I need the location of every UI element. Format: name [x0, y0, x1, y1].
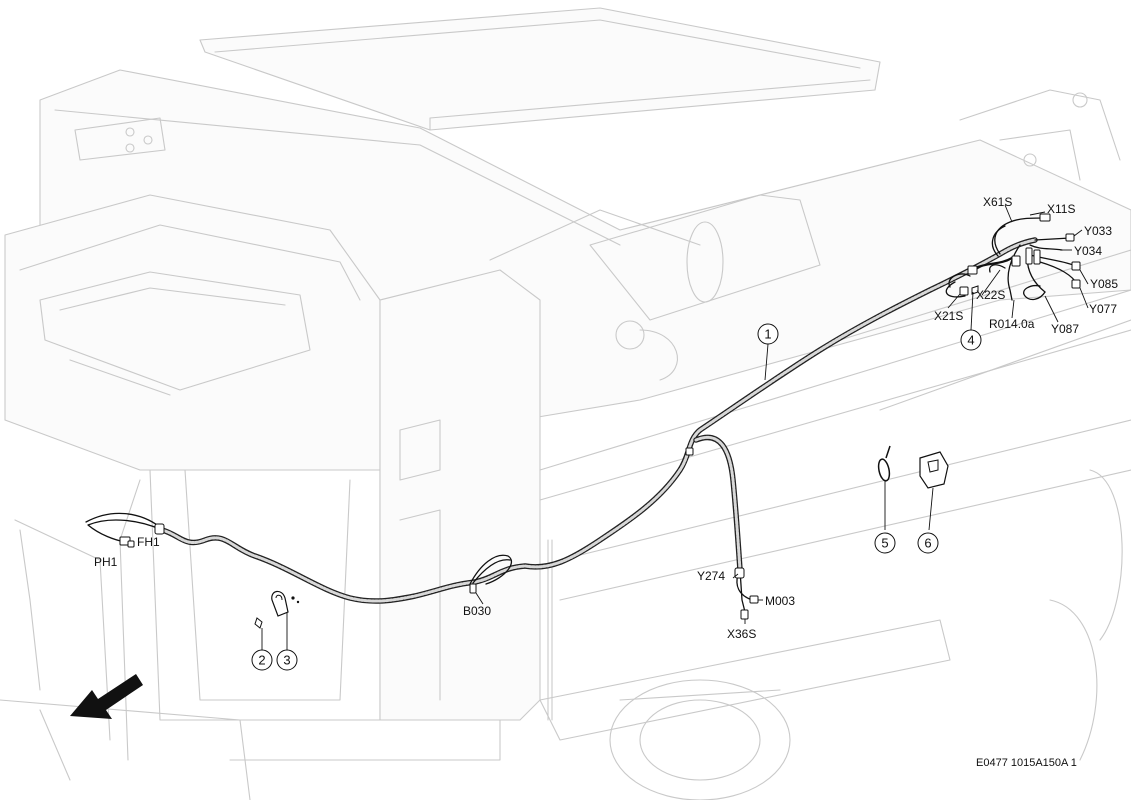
- cable-tie-part-5: [877, 445, 891, 482]
- clamp-part-3: [271, 590, 300, 617]
- label-x11s: X11S: [1047, 202, 1075, 216]
- label-x61s: X61S: [983, 195, 1012, 209]
- connector-labels: FH1 PH1 B030 Y274 M003 X36S X61S X11S Y0…: [94, 195, 1118, 641]
- label-y033: Y033: [1084, 224, 1112, 238]
- callout-4: 4: [960, 329, 982, 351]
- callout-6-number: 6: [924, 536, 931, 551]
- label-x22s: X22S: [976, 288, 1005, 302]
- callout-6: 6: [917, 532, 939, 554]
- front-direction-arrow: [70, 674, 143, 719]
- callout-5-number: 5: [881, 536, 888, 551]
- label-y085: Y085: [1090, 277, 1118, 291]
- callout-4-number: 4: [967, 333, 974, 348]
- label-y077: Y077: [1089, 302, 1117, 316]
- label-x36s: X36S: [727, 627, 756, 641]
- clip-part-6: [919, 451, 949, 489]
- callout-1-number: 1: [764, 327, 771, 342]
- callout-2-number: 2: [258, 653, 265, 668]
- drawing-reference: E0477 1015A150A 1: [976, 757, 1077, 769]
- label-y087: Y087: [1051, 322, 1079, 336]
- leader-lines: [261, 204, 1089, 650]
- label-m003: M003: [765, 594, 795, 608]
- label-y034: Y034: [1074, 244, 1102, 258]
- machine-outline: [0, 7, 1131, 800]
- callout-2: 2: [251, 649, 273, 671]
- label-x21s: X21S: [934, 309, 963, 323]
- callout-3-number: 3: [283, 653, 290, 668]
- callout-3: 3: [276, 649, 298, 671]
- label-y274: Y274: [697, 569, 725, 583]
- screw-part-2: [254, 617, 263, 629]
- callout-5: 5: [874, 532, 896, 554]
- main-harness: [85, 213, 1081, 620]
- label-ph1: PH1: [94, 555, 118, 569]
- label-r014a: R014.0a: [989, 317, 1035, 331]
- label-fh1: FH1: [137, 535, 160, 549]
- label-b030: B030: [463, 604, 491, 618]
- small-part-4: [971, 285, 979, 295]
- callout-1: 1: [757, 323, 779, 345]
